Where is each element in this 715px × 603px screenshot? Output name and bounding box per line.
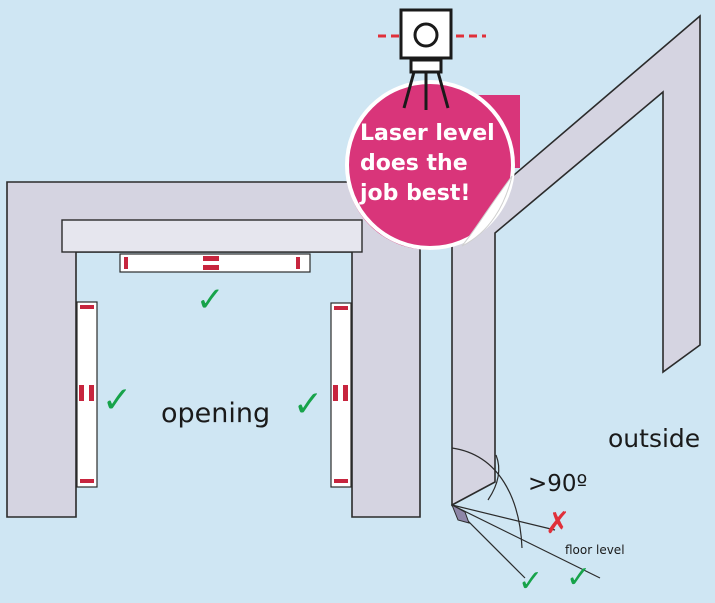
- badge-line-3: job best!: [360, 181, 471, 206]
- corner-angle-wedge: [451, 503, 470, 524]
- outside-label: outside: [608, 424, 701, 453]
- floor-level-label: floor level: [565, 543, 625, 557]
- badge-line-1: Laser level: [360, 121, 495, 146]
- check-icon: ✓: [293, 384, 324, 425]
- badge-text: Laser level does the job best!: [360, 119, 510, 209]
- check-icon: ✓: [102, 380, 133, 421]
- left-frame-profile: [76, 301, 98, 488]
- check-icon: ✓: [518, 564, 544, 599]
- angle-label: >90º: [528, 471, 588, 497]
- lintel-beam: [61, 219, 363, 253]
- badge-line-2: does the: [360, 151, 468, 176]
- opening-label: opening: [161, 398, 271, 429]
- laser-level-icon: [378, 8, 486, 110]
- badge-curl: [461, 175, 513, 247]
- check-icon: ✓: [566, 560, 592, 595]
- right-frame-profile: [330, 302, 352, 488]
- cross-icon: ✗: [545, 506, 571, 541]
- check-icon: ✓: [196, 280, 225, 320]
- top-frame-profile: [119, 253, 311, 273]
- badge: [345, 80, 515, 250]
